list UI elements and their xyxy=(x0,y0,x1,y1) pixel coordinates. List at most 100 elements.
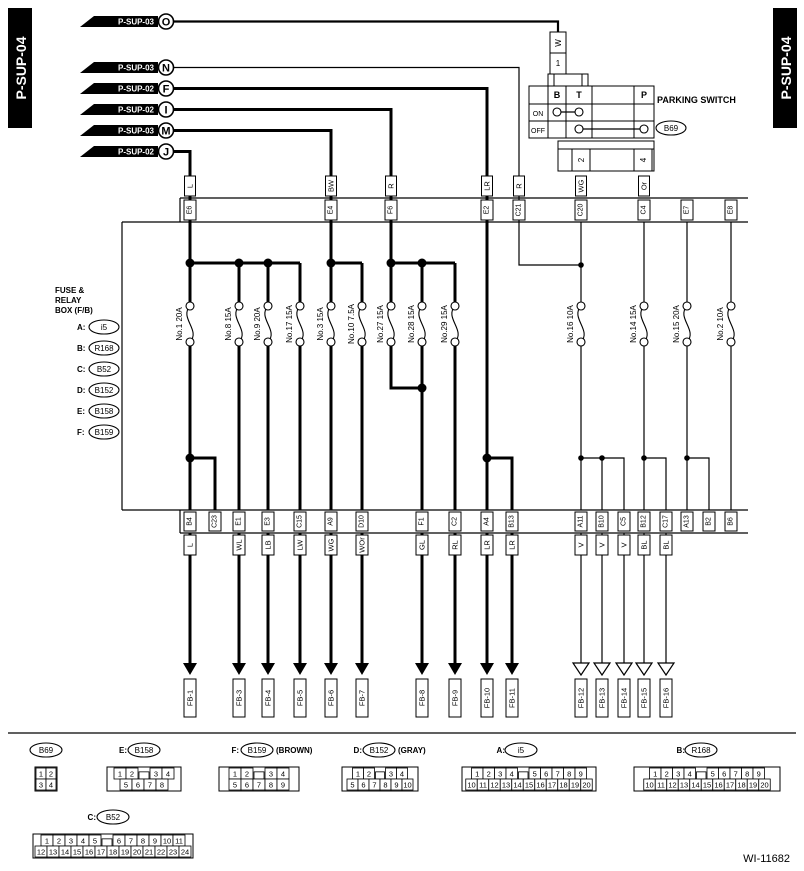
legend-pin: 1 xyxy=(233,770,237,779)
output-arrow xyxy=(592,662,612,677)
connector-tag xyxy=(684,742,718,758)
bottom-pin: A13 xyxy=(680,511,694,532)
connector-tag xyxy=(29,742,63,758)
top-wire-color: WG xyxy=(575,175,587,197)
top-pin: C4 xyxy=(637,199,651,221)
legend-pin: 16 xyxy=(536,781,544,790)
bottom-pin-text: B13 xyxy=(509,515,516,528)
top-wire-color-text: L xyxy=(186,184,195,188)
legend-pin: 8 xyxy=(269,781,273,790)
legend-pin: 5 xyxy=(124,781,128,790)
output-terminal-text: FB-10 xyxy=(483,688,492,708)
bottom-wire-color-text: V xyxy=(577,542,586,547)
bottom-pin-text: B12 xyxy=(641,515,648,528)
legend-pin: 17 xyxy=(548,781,556,790)
wire-o xyxy=(174,20,560,32)
wire-j xyxy=(174,150,192,306)
switch-pin-2: 2 xyxy=(577,157,586,162)
legend-pin: 19 xyxy=(571,781,579,790)
legend-pin: 9 xyxy=(579,770,583,779)
bottom-pin: C17 xyxy=(659,511,673,532)
page-code-right: P-SUP-04 xyxy=(778,36,794,99)
fuse: No.2 10A xyxy=(716,301,736,347)
legend-pin: 4 xyxy=(400,770,404,779)
legend-pin: 13 xyxy=(49,848,57,857)
top-pin: C20 xyxy=(574,199,588,221)
legend-pin: 7 xyxy=(734,770,738,779)
legend-pin: 4 xyxy=(510,770,514,779)
legend-pin: 11 xyxy=(175,837,183,846)
legend-pin: 12 xyxy=(37,848,45,857)
legend-pin: 15 xyxy=(703,781,711,790)
bottom-pin-text: C2 xyxy=(452,517,459,526)
bottom-wire-color-text: LB xyxy=(264,540,273,549)
legend-pin: 6 xyxy=(136,781,140,790)
switch-top-pin: 1 xyxy=(556,59,561,68)
bottom-pin-text: A4 xyxy=(484,517,491,526)
legend-pin: 21 xyxy=(145,848,153,857)
legend-pin: 3 xyxy=(69,837,73,846)
legend-pin: 6 xyxy=(245,781,249,790)
supply-arrow: P-SUP-03 O xyxy=(80,13,175,30)
bottom-pin-text: A11 xyxy=(578,515,585,527)
fuse-rating: No.16 10A xyxy=(566,304,575,342)
legend-pin: 9 xyxy=(281,781,285,790)
output-terminal-text: FB-8 xyxy=(418,690,427,706)
fuse: No.10 7.5A xyxy=(347,301,367,347)
fuse-rating: No.10 7.5A xyxy=(347,303,356,344)
connector-tag xyxy=(88,382,120,398)
top-pin-text: E2 xyxy=(484,206,491,215)
fuse-box-title: FUSE & xyxy=(55,286,85,295)
supply-arrow-label: P-SUP-03 xyxy=(118,18,155,27)
legend-connector-name: B159 xyxy=(248,746,267,755)
output-terminal: FB-3 xyxy=(232,678,246,718)
output-arrow xyxy=(355,663,369,675)
output-terminal-text: FB-12 xyxy=(577,688,586,708)
fuse: No.8 15A xyxy=(224,301,244,347)
output-terminal-text: FB-4 xyxy=(264,690,273,706)
legend-pin: 18 xyxy=(109,848,117,857)
output-terminal: FB-11 xyxy=(505,678,519,718)
bottom-wire-color-text: WL xyxy=(235,539,244,550)
fuse-box-connector-name: B152 xyxy=(95,386,114,395)
output-arrow xyxy=(232,663,246,675)
legend-pin: 14 xyxy=(513,781,521,790)
output-terminal: FB-15 xyxy=(637,678,651,718)
bottom-pin: C23 xyxy=(208,511,222,532)
supply-arrow: P-SUP-02 I xyxy=(80,101,175,118)
fuse-box-connector-key: D: xyxy=(77,386,85,395)
wire-i xyxy=(174,108,393,306)
top-pin-text: E6 xyxy=(187,206,194,215)
supply-arrow-letter: F xyxy=(163,84,170,96)
bottom-pin: E3 xyxy=(261,511,275,532)
legend-pin: 6 xyxy=(361,781,365,790)
connector-tag xyxy=(362,742,396,758)
legend-pin: 8 xyxy=(383,781,387,790)
bottom-pin: F1 xyxy=(415,511,429,532)
legend-pin: 8 xyxy=(567,770,571,779)
legend-pin: 9 xyxy=(757,770,761,779)
fuse-rating: No.3 15A xyxy=(316,307,325,341)
legend-pin: 3 xyxy=(39,781,43,790)
fuse-box-connector-key: B: xyxy=(77,344,85,353)
top-pin-text: E7 xyxy=(684,206,691,215)
bottom-pin: E1 xyxy=(232,511,246,532)
output-terminal-text: FB-5 xyxy=(296,690,305,706)
fuse: No.9 20A xyxy=(253,301,273,347)
figure-id: WI-11682 xyxy=(743,853,790,865)
legend-pin: 7 xyxy=(129,837,133,846)
bottom-wire-color-text: RL xyxy=(451,540,460,550)
legend-pin: 3 xyxy=(676,770,680,779)
legend-pin: 7 xyxy=(556,770,560,779)
connector-tag xyxy=(88,403,120,419)
bottom-pin-text: B4 xyxy=(187,517,194,526)
legend-pin: 4 xyxy=(688,770,692,779)
bottom-wire-color: WG xyxy=(324,534,338,556)
legend-pin: 5 xyxy=(711,770,715,779)
legend-pin: 2 xyxy=(665,770,669,779)
legend-pin: 8 xyxy=(160,781,164,790)
